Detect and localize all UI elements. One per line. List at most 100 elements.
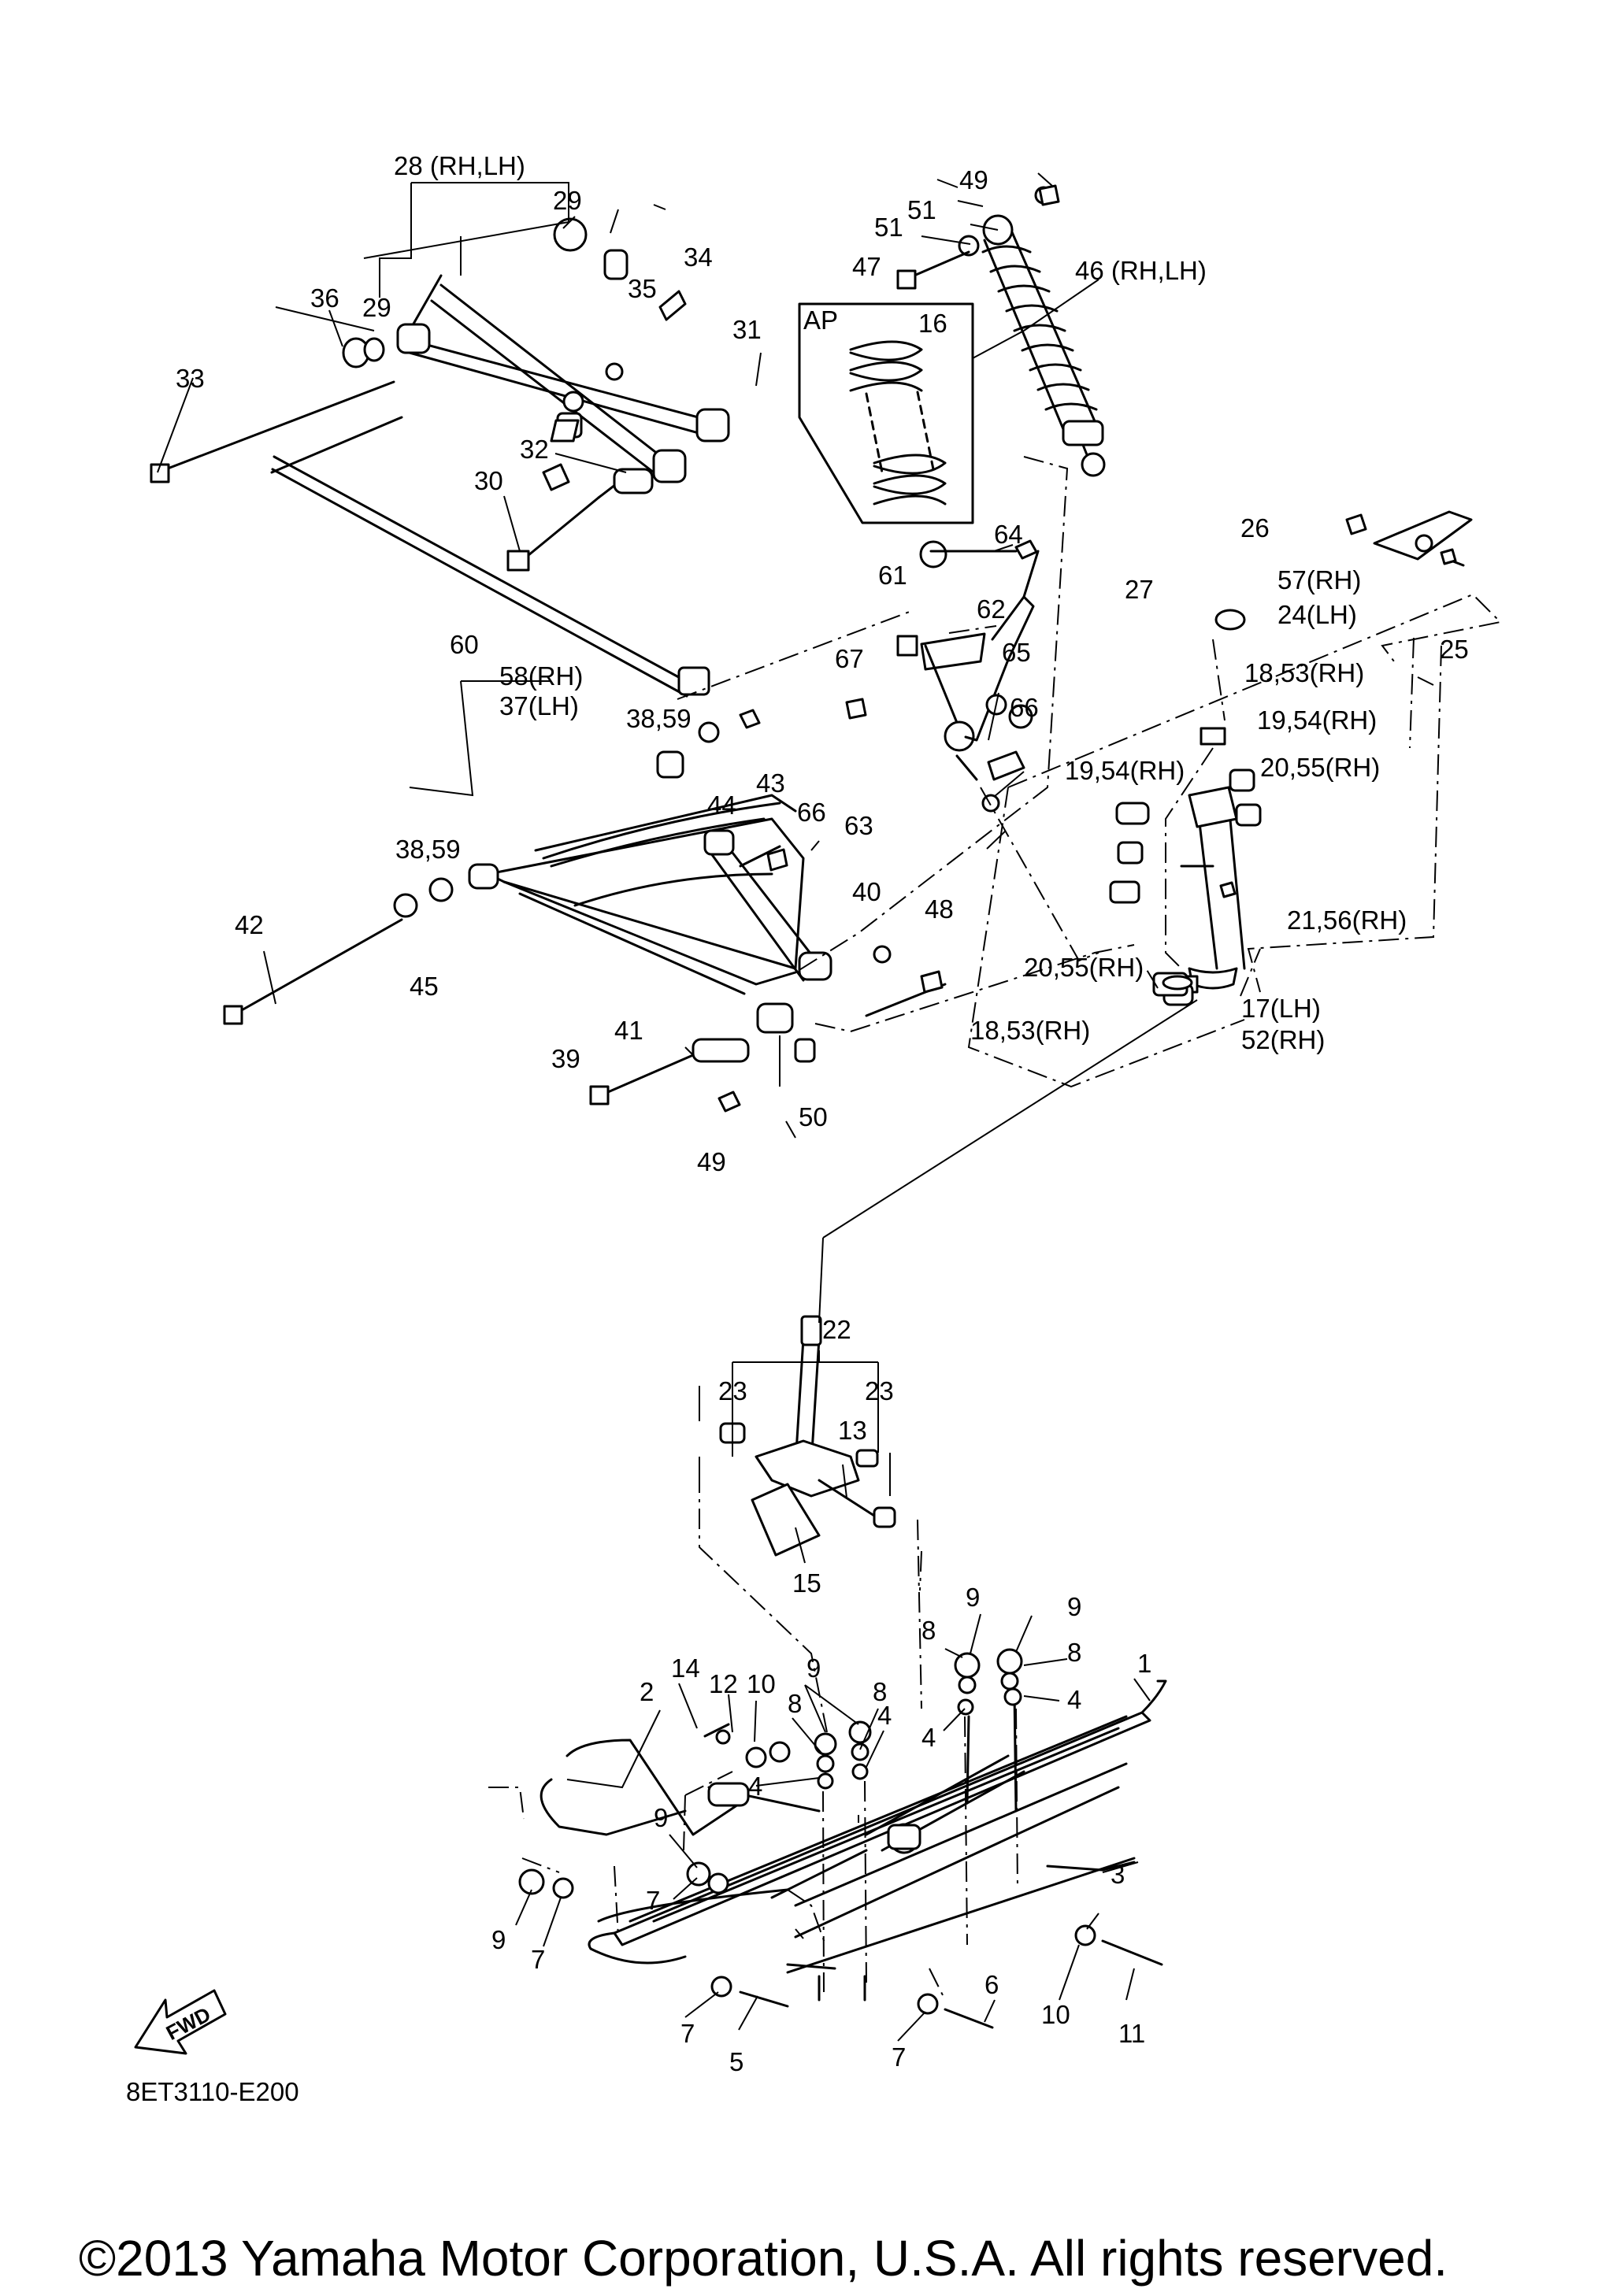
label-14: 14 bbox=[671, 1653, 700, 1683]
label-9a: 9 bbox=[966, 1583, 980, 1612]
label-28: 28 (RH,LH) bbox=[394, 151, 525, 180]
label-7a: 7 bbox=[531, 1945, 545, 1974]
label-13: 13 bbox=[838, 1416, 867, 1445]
label-29b: 29 bbox=[362, 293, 391, 322]
label-66b: 66 bbox=[797, 798, 826, 827]
label-67: 67 bbox=[835, 644, 864, 673]
label-38-59b: 38,59 bbox=[395, 835, 461, 864]
label-24: 24(LH) bbox=[1277, 600, 1357, 629]
label-39: 39 bbox=[551, 1044, 580, 1073]
label-6: 6 bbox=[984, 1970, 999, 1999]
label-49b: 49 bbox=[697, 1147, 726, 1176]
label-9d: 9 bbox=[654, 1803, 668, 1832]
label-4d: 4 bbox=[748, 1772, 762, 1801]
link-parts bbox=[845, 539, 1040, 813]
label-18-53b: 18,53(RH) bbox=[970, 1016, 1090, 1045]
label-48: 48 bbox=[925, 894, 954, 924]
label-22: 22 bbox=[822, 1315, 851, 1344]
label-32: 32 bbox=[520, 435, 549, 464]
label-52: 52(RH) bbox=[1241, 1025, 1325, 1054]
label-ap: AP bbox=[803, 306, 838, 335]
part-labels: 28 (RH,LH) 29 34 35 29 36 33 31 32 30 60… bbox=[176, 151, 1469, 2076]
label-64: 64 bbox=[994, 520, 1023, 549]
label-46: 46 (RH,LH) bbox=[1075, 256, 1207, 285]
label-63: 63 bbox=[844, 811, 873, 840]
diagram-code: 8ET3110-E200 bbox=[126, 2077, 299, 2106]
label-3: 3 bbox=[1111, 1860, 1125, 1889]
label-62: 62 bbox=[977, 594, 1006, 624]
fwd-arrow-icon: FWD bbox=[134, 1989, 227, 2055]
label-23a: 23 bbox=[718, 1376, 747, 1405]
label-7c: 7 bbox=[892, 2042, 906, 2072]
label-61: 61 bbox=[878, 561, 907, 590]
label-17: 17(LH) bbox=[1241, 994, 1321, 1023]
label-19-54a: 19,54(RH) bbox=[1257, 705, 1377, 735]
label-8b: 8 bbox=[1067, 1638, 1081, 1667]
copyright-notice: ©2013 Yamaha Motor Corporation, U.S.A. A… bbox=[79, 2230, 1448, 2287]
label-35: 35 bbox=[628, 274, 657, 303]
label-25: 25 bbox=[1440, 635, 1469, 664]
label-29a: 29 bbox=[553, 186, 582, 215]
label-37: 37(LH) bbox=[499, 691, 579, 720]
label-9e: 9 bbox=[491, 1925, 506, 1954]
label-30: 30 bbox=[474, 466, 503, 495]
label-66a: 66 bbox=[1010, 693, 1039, 722]
label-44: 44 bbox=[707, 791, 736, 820]
label-19-54b: 19,54(RH) bbox=[1065, 756, 1185, 785]
upper-a-arm bbox=[150, 217, 730, 572]
label-8d: 8 bbox=[873, 1677, 887, 1706]
label-42: 42 bbox=[235, 910, 264, 939]
label-7b: 7 bbox=[646, 1886, 660, 1915]
label-8a: 8 bbox=[921, 1616, 936, 1645]
label-15: 15 bbox=[792, 1568, 821, 1598]
shock-absorber bbox=[896, 184, 1106, 477]
label-51b: 51 bbox=[874, 213, 903, 242]
label-20-55a: 20,55(RH) bbox=[1260, 753, 1380, 782]
label-18-53a: 18,53(RH) bbox=[1244, 658, 1364, 687]
label-20-55b: 20,55(RH) bbox=[1024, 953, 1144, 982]
label-51a: 51 bbox=[907, 195, 936, 224]
label-10a: 10 bbox=[747, 1669, 776, 1698]
label-4b: 4 bbox=[921, 1723, 936, 1752]
leader-lines bbox=[157, 172, 1503, 2042]
label-43: 43 bbox=[756, 768, 785, 798]
label-33: 33 bbox=[176, 364, 205, 393]
label-49a: 49 bbox=[959, 165, 988, 194]
label-38-59a: 38,59 bbox=[626, 704, 692, 733]
lower-a-arm bbox=[223, 709, 947, 1113]
label-1: 1 bbox=[1137, 1649, 1151, 1678]
label-10b: 10 bbox=[1041, 2000, 1070, 2029]
label-60: 60 bbox=[450, 630, 479, 659]
label-27: 27 bbox=[1125, 575, 1154, 604]
knuckle-strut bbox=[1109, 510, 1473, 1006]
label-11: 11 bbox=[1118, 2019, 1145, 2048]
label-57: 57(RH) bbox=[1277, 565, 1361, 594]
label-41: 41 bbox=[614, 1016, 643, 1045]
label-2: 2 bbox=[640, 1677, 654, 1706]
label-36: 36 bbox=[310, 283, 339, 313]
label-5: 5 bbox=[729, 2047, 743, 2076]
label-9b: 9 bbox=[1067, 1592, 1081, 1621]
label-31: 31 bbox=[732, 315, 762, 344]
label-4a: 4 bbox=[1067, 1685, 1081, 1714]
label-26: 26 bbox=[1240, 513, 1270, 543]
ski-hardware bbox=[518, 1648, 1163, 2029]
label-65: 65 bbox=[1002, 638, 1031, 667]
shaft-60 bbox=[271, 455, 710, 698]
label-47: 47 bbox=[852, 252, 881, 281]
label-45: 45 bbox=[410, 972, 439, 1001]
label-23b: 23 bbox=[865, 1376, 894, 1405]
spindle-assembly bbox=[719, 1315, 896, 1557]
label-8c: 8 bbox=[788, 1689, 802, 1718]
label-9c: 9 bbox=[806, 1653, 821, 1683]
label-21-56: 21,56(RH) bbox=[1287, 905, 1407, 935]
label-50: 50 bbox=[799, 1102, 828, 1131]
label-4c: 4 bbox=[877, 1701, 892, 1730]
label-7d: 7 bbox=[680, 2019, 695, 2048]
label-34: 34 bbox=[684, 243, 713, 272]
label-12: 12 bbox=[709, 1669, 738, 1698]
label-40: 40 bbox=[852, 877, 881, 906]
label-16: 16 bbox=[918, 309, 947, 338]
ap-spring-inset bbox=[798, 302, 1025, 524]
